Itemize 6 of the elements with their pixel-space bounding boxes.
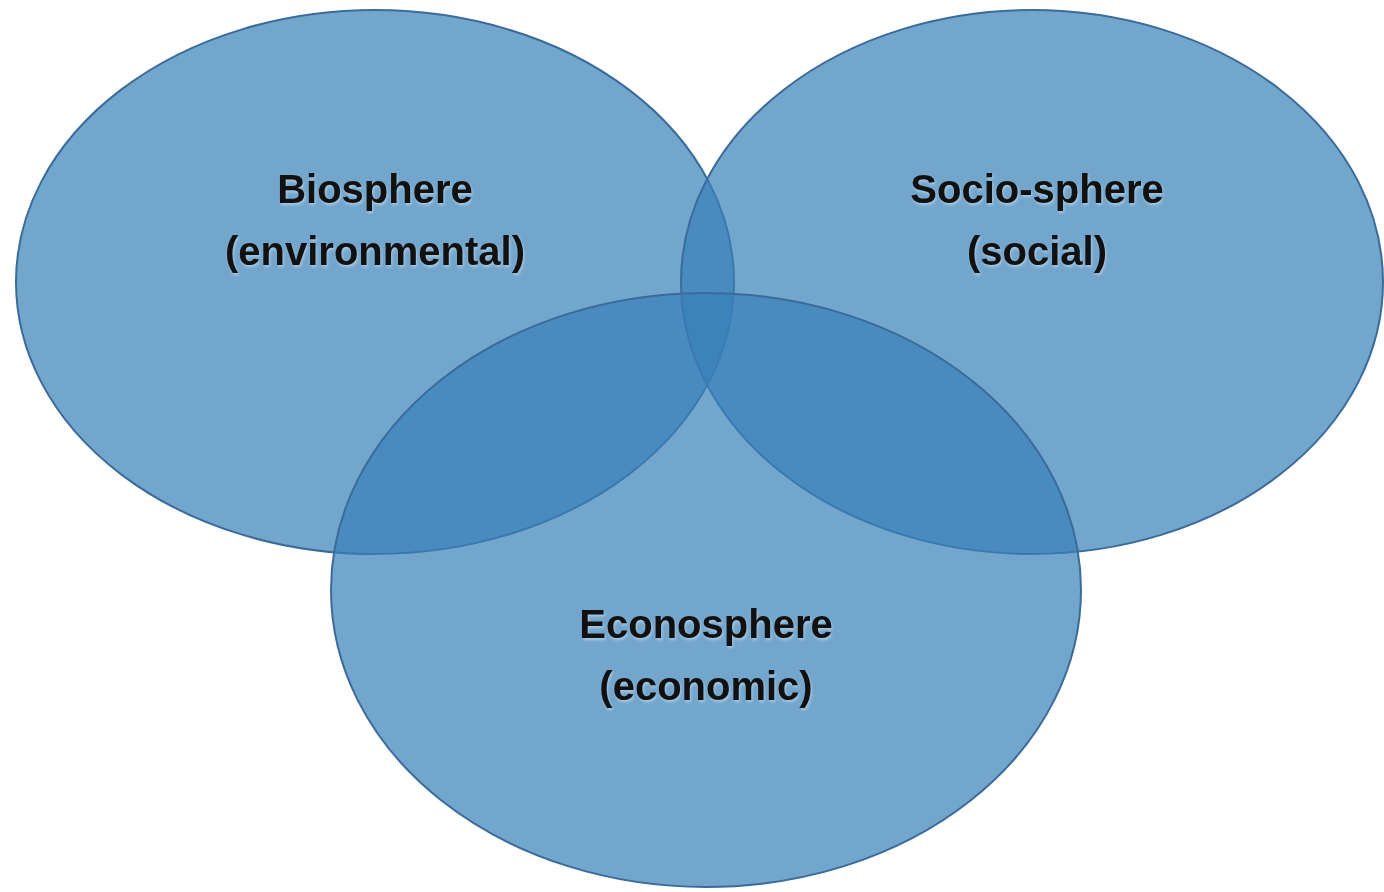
circle-title: Econosphere (579, 601, 833, 648)
circle-subtitle: (economic) (599, 663, 813, 710)
circle-title: Socio-sphere (910, 166, 1164, 213)
circle-title: Biosphere (277, 166, 473, 213)
circle-subtitle: (social) (966, 228, 1107, 275)
circle-subtitle: (environmental) (224, 228, 525, 275)
